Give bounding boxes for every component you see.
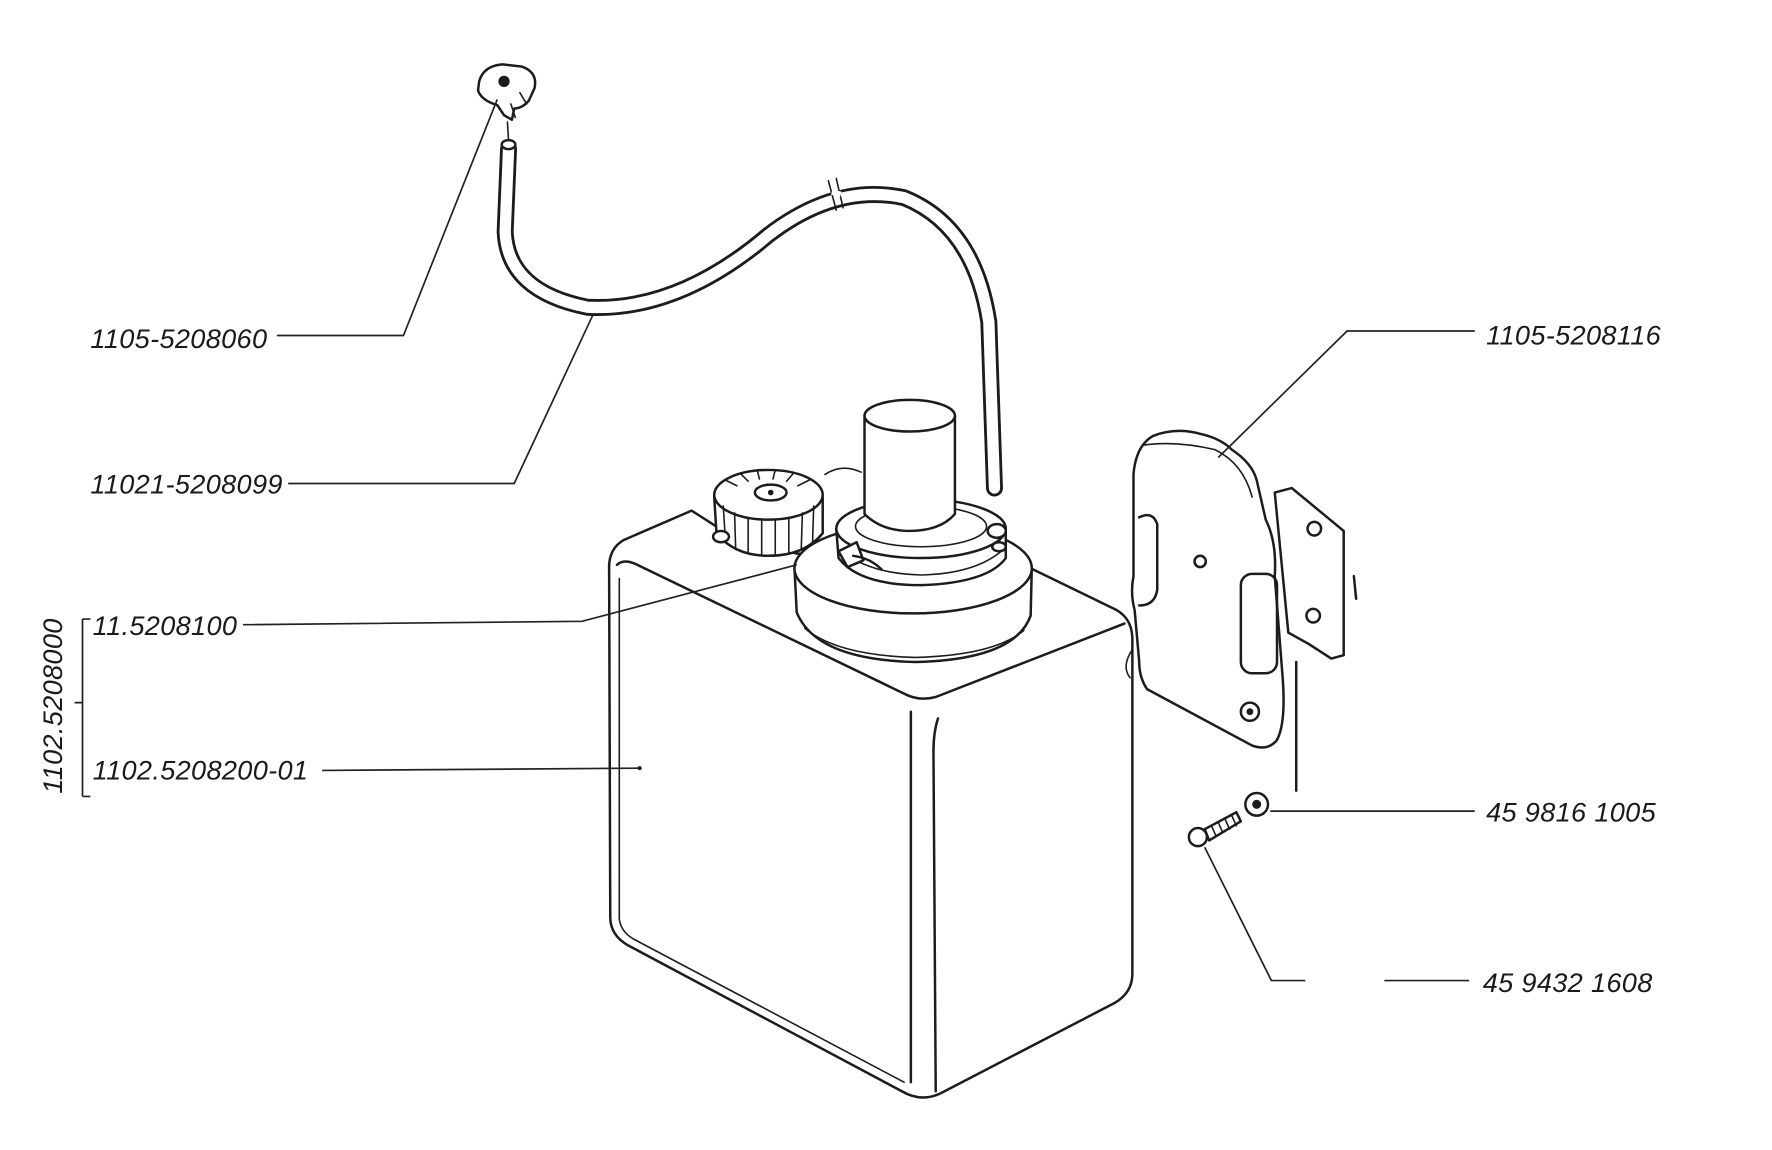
screw (1187, 810, 1243, 848)
leader-nozzle (276, 99, 499, 337)
reservoir-tank (607, 509, 1134, 1099)
mounting-bracket (1130, 429, 1358, 793)
washer-pump (793, 398, 1034, 664)
washer (1244, 791, 1270, 817)
assembly-bracket-line (74, 618, 91, 798)
filler-cap (711, 467, 862, 558)
leader-lines (74, 99, 1475, 982)
washer-nozzle (476, 63, 537, 151)
leader-tank (322, 767, 640, 772)
label-hose: 11021-5208099 (90, 469, 282, 500)
leader-pump (242, 564, 797, 626)
label-nozzle: 1105-5208060 (90, 323, 267, 354)
part-labels: 1105-5208060 11021-5208099 11.5208100 11… (37, 320, 1661, 998)
leader-bracket (1217, 330, 1475, 459)
label-pump: 11.5208100 (93, 610, 238, 641)
leader-hose (288, 313, 595, 485)
washer-hose (496, 140, 1003, 497)
label-assembly: 1102.5208000 (37, 618, 68, 793)
label-screw: 45 9432 1608 (1483, 967, 1653, 998)
leader-screw (1203, 846, 1470, 982)
label-bracket: 1105-5208116 (1486, 320, 1662, 351)
nozzle-hole (498, 75, 510, 87)
label-tank: 1102.5208200-01 (93, 754, 309, 785)
label-washer: 45 9816 1005 (1486, 796, 1657, 827)
